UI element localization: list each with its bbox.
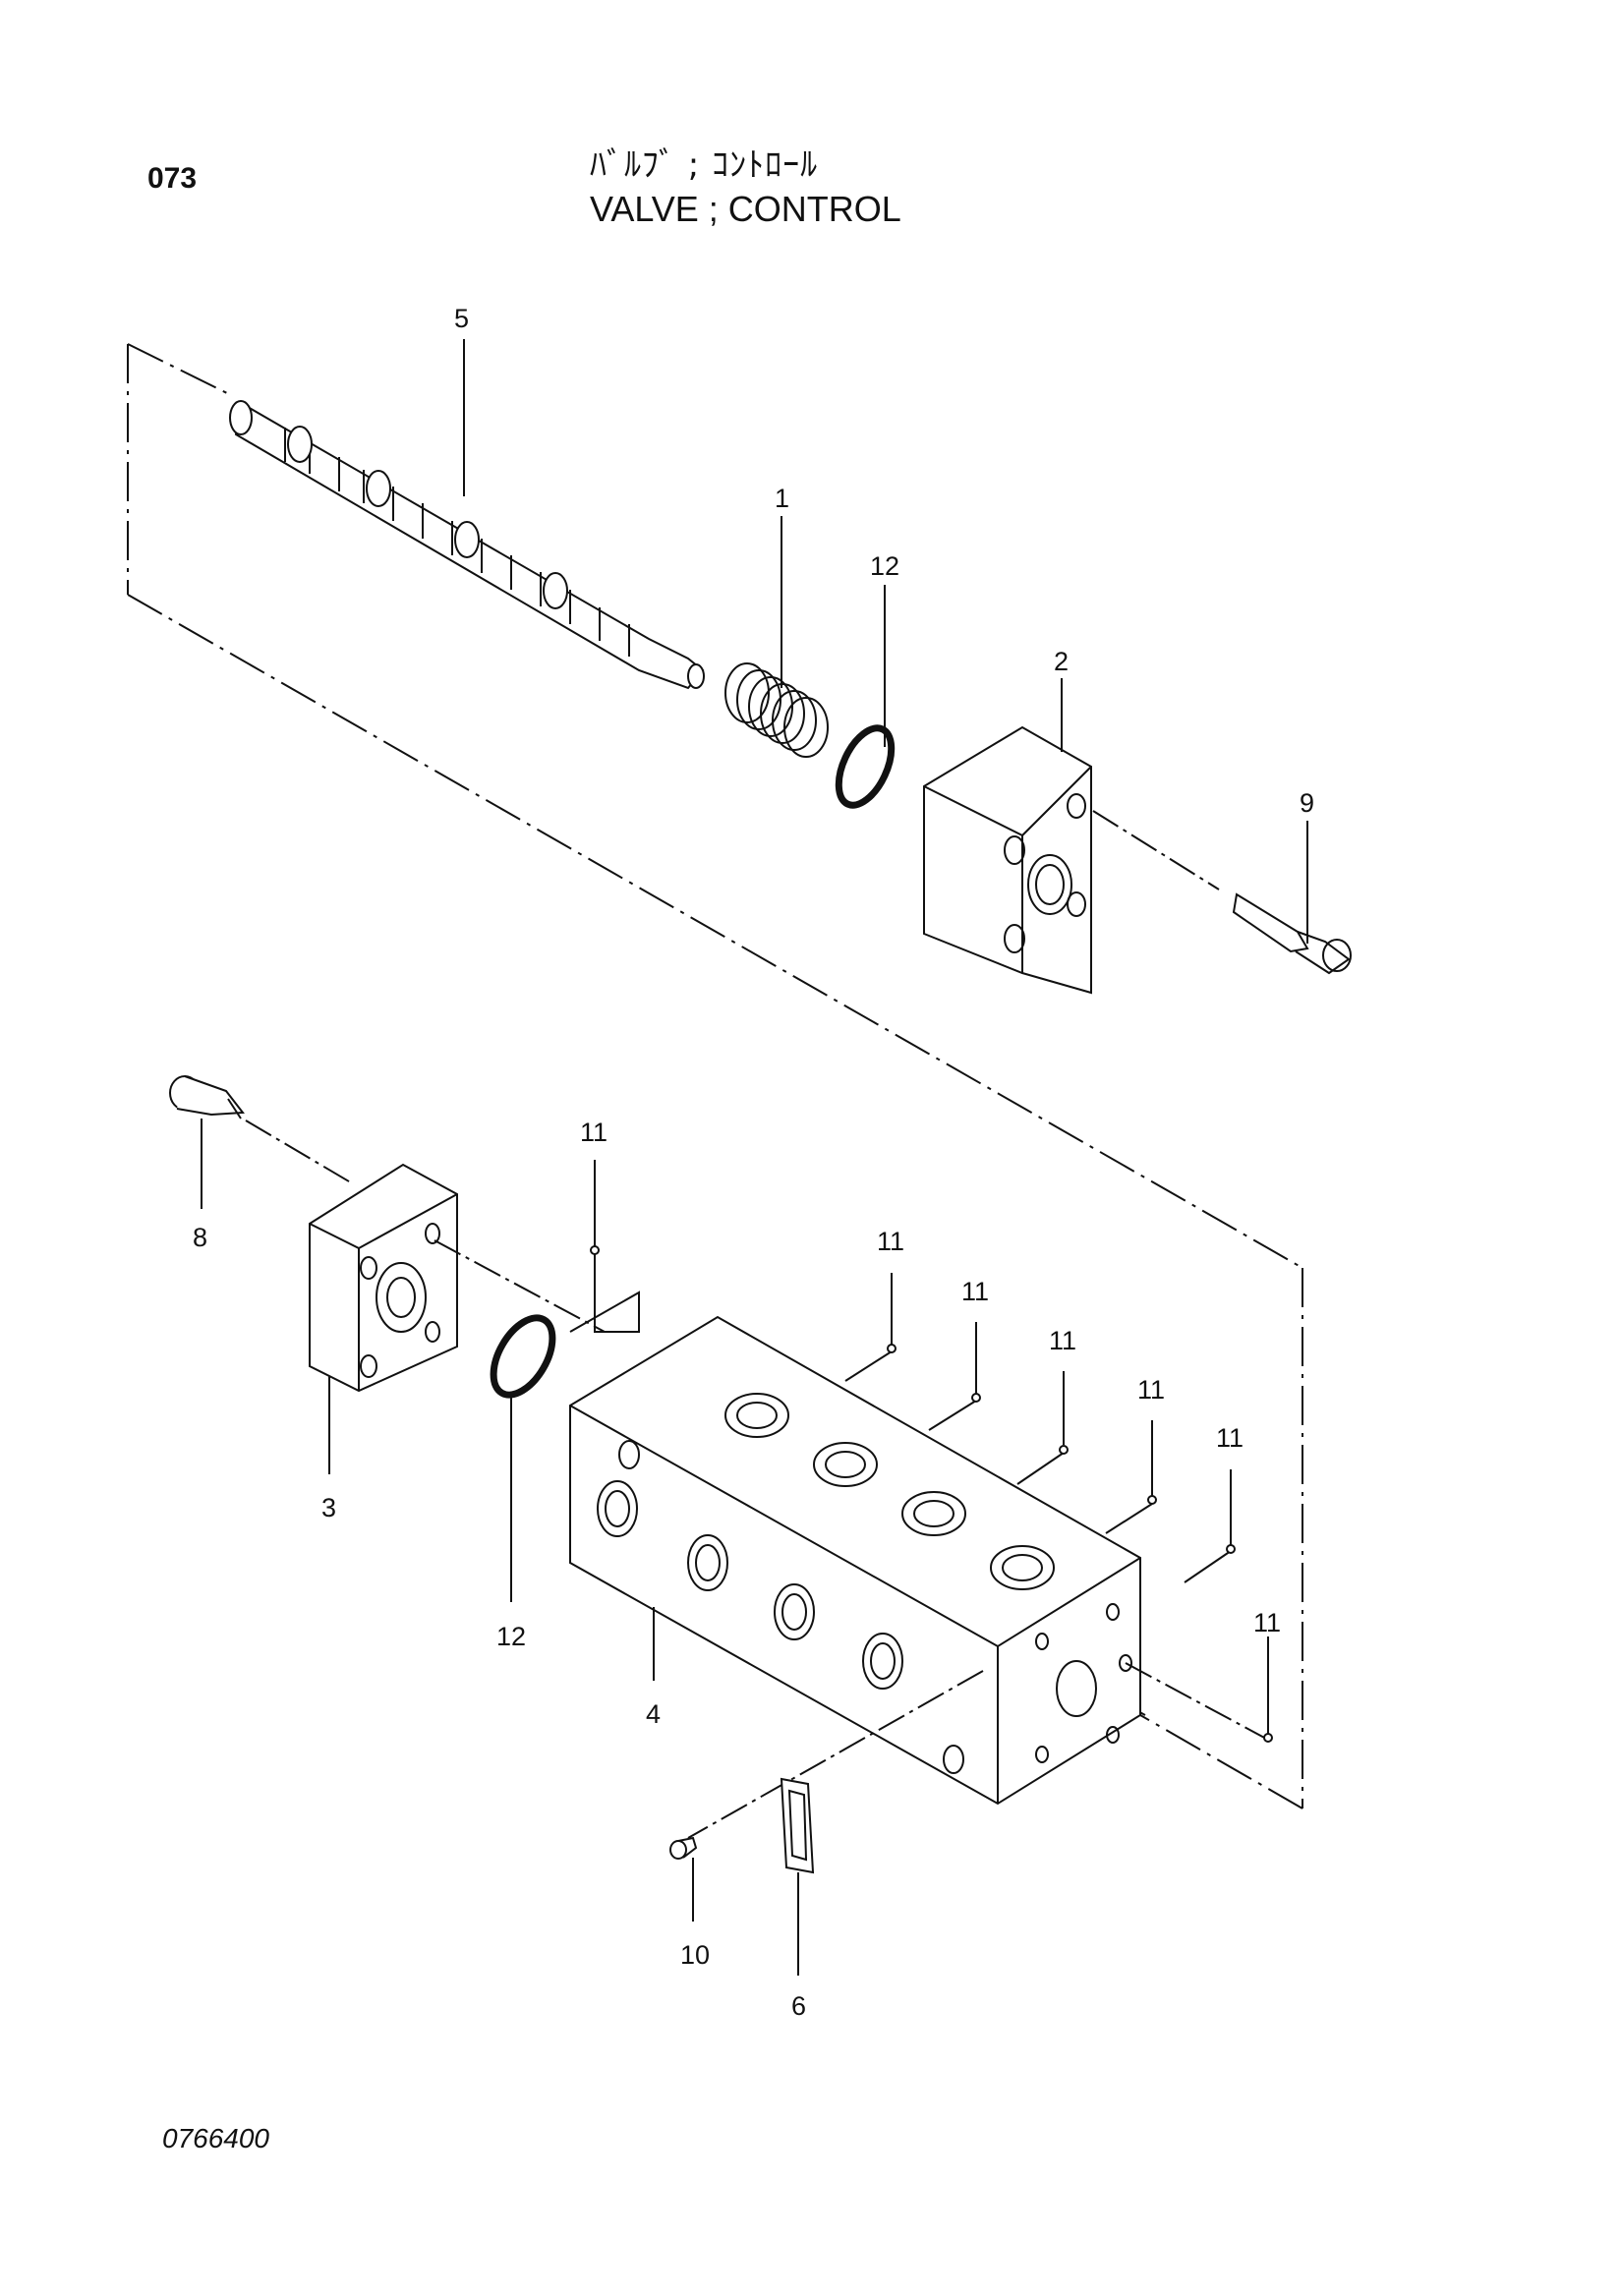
- callout-cap-lower: 3: [321, 1493, 336, 1522]
- callout-plug-a: 11: [580, 1118, 608, 1147]
- cap-lower-part: [309, 1163, 606, 1393]
- callout-bolt-lower: 8: [193, 1223, 207, 1252]
- valve-body-part: [569, 1315, 1269, 1839]
- callout-plug-f: 11: [1216, 1423, 1244, 1453]
- page-number: 073: [147, 162, 198, 195]
- callout-body: 4: [646, 1699, 661, 1729]
- callout-plug-g: 11: [1253, 1608, 1281, 1637]
- drawing-number: 0766400: [162, 2123, 270, 2153]
- callout-screw: 10: [680, 1940, 710, 1970]
- screw-part: [669, 1836, 698, 1860]
- spring-part: [724, 662, 829, 758]
- title-japanese: ﾊﾞﾙﾌﾞ ; ｺﾝﾄﾛｰﾙ: [590, 145, 819, 185]
- callout-cap-upper: 2: [1054, 647, 1069, 676]
- plug-leader-lines: [569, 1253, 1232, 1583]
- callout-o-ring-upper: 12: [870, 551, 899, 581]
- bolt-upper-part: [1092, 810, 1352, 975]
- callout-spring: 1: [775, 484, 789, 513]
- cap-upper-part: [923, 725, 1092, 995]
- title-english: VALVE ; CONTROL: [590, 189, 901, 229]
- nameplate-part: [780, 1777, 815, 1874]
- callout-bolt-upper: 9: [1300, 788, 1314, 818]
- callout-leaders: [201, 339, 1308, 1976]
- callout-plug-b: 11: [877, 1227, 904, 1256]
- o-ring-lower-part: [490, 1314, 556, 1399]
- callout-plug-e: 11: [1137, 1375, 1165, 1405]
- callout-plug-c: 11: [961, 1277, 989, 1306]
- bolt-lower-part: [169, 1075, 355, 1185]
- callout-nameplate: 6: [791, 1991, 806, 2021]
- leader-dots: [590, 1245, 1273, 1743]
- callout-labels: 5 1 12 2 9 8 3 12 4 11 11 11 11 11 11 11…: [193, 304, 1314, 2021]
- callout-plug-d: 11: [1049, 1326, 1076, 1355]
- callout-spool: 5: [454, 304, 469, 333]
- spool-part: [229, 400, 705, 690]
- callout-o-ring-lower: 12: [496, 1622, 526, 1651]
- o-ring-upper-part: [835, 724, 896, 809]
